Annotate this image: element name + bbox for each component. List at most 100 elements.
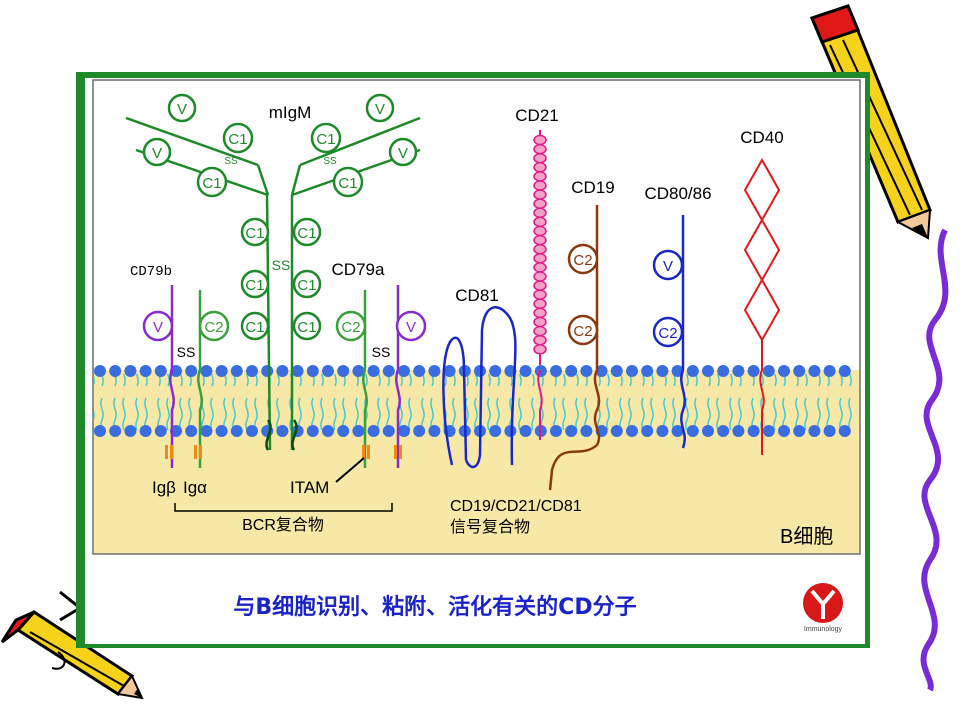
lipid-head <box>489 425 502 437</box>
domain-label-c1: C1 <box>245 319 264 336</box>
migm-domains <box>142 93 418 341</box>
domain-label-c2: C2 <box>204 319 223 336</box>
lipid-head <box>732 365 745 377</box>
lipid-head <box>215 365 228 377</box>
lipid-head <box>519 365 532 377</box>
cytoplasm <box>94 430 859 553</box>
domain-label-c1: C1 <box>245 277 264 294</box>
lipid-head <box>489 365 502 377</box>
lipid-head <box>428 425 441 437</box>
lipid-head <box>550 425 562 437</box>
lipid-head <box>778 425 790 437</box>
domain-label-c1: C1 <box>245 225 264 242</box>
lipid-head <box>367 365 380 377</box>
lipid-head <box>793 365 806 377</box>
migm-domain-labels: V V C1 C1 V V C1 C1 C1 C1 C1 C1 C1 C1 SS… <box>152 101 408 336</box>
lipid-head <box>276 425 289 437</box>
cd21-scr-bead <box>533 298 547 310</box>
domain-label-c2: C2 <box>573 252 592 269</box>
lipid-head <box>580 425 593 437</box>
lipid-head <box>717 425 730 437</box>
cd21-scr-bead <box>533 271 547 282</box>
lipid-head <box>352 425 365 437</box>
label-cd81: CD81 <box>455 286 498 305</box>
domain-label-v: V <box>153 319 163 336</box>
lipid-head <box>322 425 334 437</box>
domain-label-v: V <box>177 101 187 118</box>
cd21-scr-bead <box>533 198 547 209</box>
cd21-scr-bead <box>533 162 547 173</box>
cd80-domain <box>652 316 684 348</box>
lipid-tails <box>94 374 859 430</box>
lipid-head <box>732 425 745 437</box>
lipid-head <box>626 365 638 377</box>
label-cd-complex-line1: CD19/CD21/CD81 <box>450 498 582 515</box>
label-cd-complex-line2: 信号复合物 <box>450 518 530 536</box>
lipid-head <box>565 365 578 377</box>
lipid-head <box>154 365 167 377</box>
lipid-head <box>276 365 289 377</box>
lipid-head <box>717 365 730 377</box>
cd21-scr-bead <box>533 180 547 191</box>
domain-label-c2: C2 <box>341 319 360 336</box>
lipid-head <box>565 425 578 437</box>
cd21-scr-bead <box>533 325 547 337</box>
cd21-scr-bead <box>533 344 547 355</box>
itam-markers <box>165 445 402 459</box>
cd79b-domains <box>142 310 427 342</box>
label-migm: mIgM <box>269 103 312 122</box>
lipid-head <box>838 425 851 437</box>
cd21-scr-bead <box>533 234 547 246</box>
lipid-head <box>504 425 517 437</box>
lipid-head <box>306 365 319 377</box>
lipid-head <box>686 365 699 377</box>
lipid-head <box>94 365 106 377</box>
label-cd19: CD19 <box>571 178 614 197</box>
domain-label-v: V <box>406 319 416 336</box>
cd21-scr-bead <box>533 134 547 146</box>
domain-label-v: V <box>663 258 673 275</box>
membrane-heads-outer <box>94 365 851 377</box>
lipid-head <box>474 365 486 377</box>
pencil-icon-top-right <box>809 4 932 240</box>
lipid-head <box>580 365 593 377</box>
lipid-head <box>382 365 395 377</box>
lipid-head <box>808 425 821 437</box>
cd21-scr-bead <box>533 171 547 182</box>
label-cd79b: CD79b <box>130 264 172 280</box>
cd80-domain <box>652 249 684 281</box>
cd21-scr-bead <box>533 307 547 319</box>
lipid-head <box>230 365 243 377</box>
lipid-head <box>793 425 806 437</box>
lipid-head <box>626 425 638 437</box>
lipid-head <box>808 365 821 377</box>
lipid-head <box>200 365 213 377</box>
lipid-head <box>367 425 380 437</box>
lipid-head <box>382 425 395 437</box>
lipid-head <box>322 365 334 377</box>
domain-label-v: V <box>375 101 385 118</box>
lipid-head <box>261 365 274 377</box>
lipid-head <box>109 365 122 377</box>
lipid-head <box>519 425 532 437</box>
cd21-scr-bead <box>533 253 547 264</box>
cd21-transmembrane <box>537 369 543 440</box>
lipid-head <box>656 425 669 437</box>
cd80-86-molecule <box>680 215 686 449</box>
lipid-head <box>641 425 654 437</box>
lipid-head <box>109 425 122 437</box>
cd21-scr-bead <box>533 316 547 328</box>
cd21-scr-bead <box>533 280 547 291</box>
lipid-head <box>610 365 623 377</box>
lipid-head <box>413 425 426 437</box>
bcr-bracket <box>174 503 393 512</box>
lipid-head <box>154 425 167 437</box>
lipid-head <box>398 365 410 377</box>
lipid-head <box>398 425 410 437</box>
disulfide-label: SS <box>177 344 196 360</box>
lipid-head <box>823 425 836 437</box>
lipid-head <box>747 365 760 377</box>
label-cd40: CD40 <box>740 128 783 147</box>
